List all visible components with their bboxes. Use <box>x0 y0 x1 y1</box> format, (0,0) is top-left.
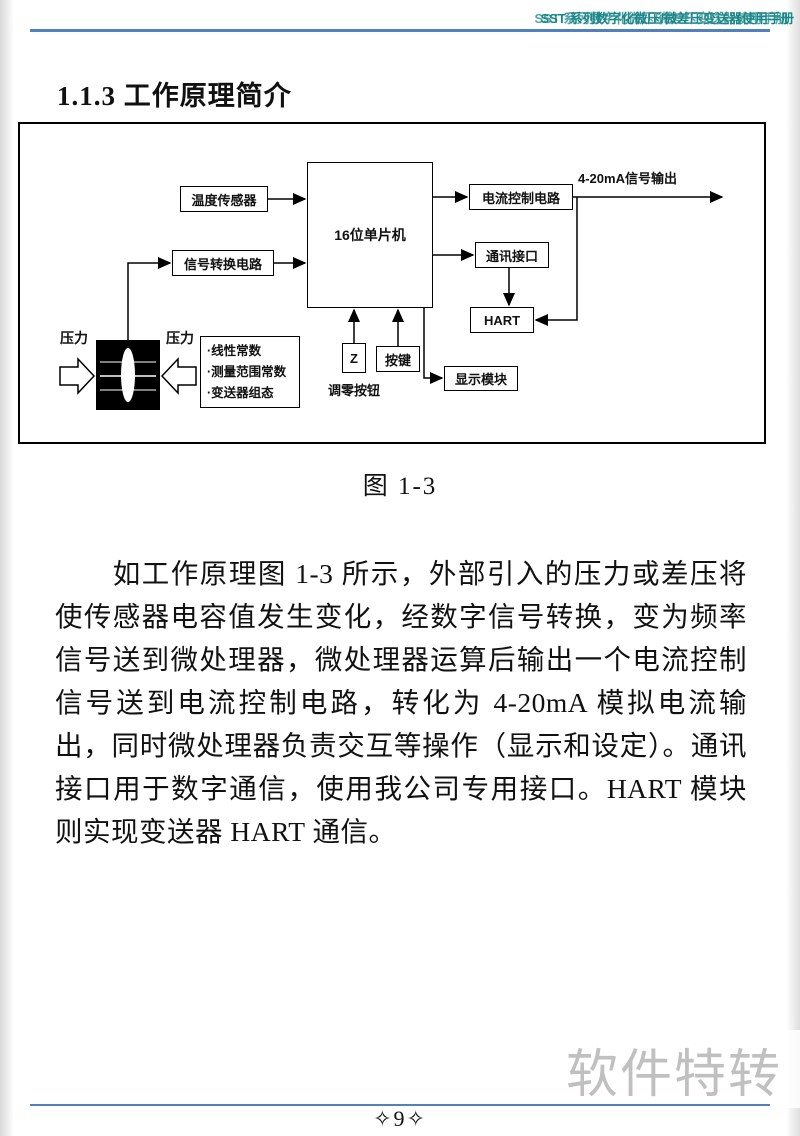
output-signal-label: 4-20mA信号输出 <box>578 171 677 186</box>
box-current-control: 电流控制电路 <box>469 184 573 210</box>
box-hart: HART <box>470 307 534 333</box>
figure-caption: 图 1-3 <box>362 473 438 500</box>
zero-button-caption: 调零按钮 <box>327 383 380 398</box>
box-comm-interface: 通讯接口 <box>475 242 549 268</box>
watermark-text: 软件特转 <box>566 1045 783 1104</box>
constants-line-2: ·测量范围常数 <box>207 364 287 379</box>
pressure-label-right: 压力 <box>166 330 194 346</box>
watermark: 软件特转 <box>560 1030 800 1108</box>
pressure-arrow-left-icon <box>59 357 96 395</box>
box-signal-conversion: 信号转换电路 <box>172 250 274 276</box>
running-header: SST 系列数字化微压/微差压变送器使用手册 <box>540 11 794 26</box>
box-keys: 按键 <box>376 346 420 372</box>
box-zero-key: Z <box>342 343 366 373</box>
page-edge-right <box>786 0 800 1136</box>
header-rule <box>30 29 770 32</box>
box-mcu: 16位单片机 <box>307 162 433 308</box>
box-display-module: 显示模块 <box>444 366 518 391</box>
page-number: ✧9✧ <box>373 1106 427 1131</box>
constants-line-3: ·变送器组态 <box>207 385 274 400</box>
constants-line-1: ·线性常数 <box>207 343 262 358</box>
box-temperature-sensor: 温度传感器 <box>180 186 268 212</box>
block-diagram: 温度传感器 信号转换电路 16位单片机 电流控制电路 通讯接口 HART 显示模… <box>18 122 766 444</box>
footer-rule <box>30 1104 770 1106</box>
page-edge-left <box>0 0 14 1136</box>
section-heading: 1.1.3 工作原理简介 <box>57 81 292 111</box>
box-constants: ·线性常数 ·测量范围常数 ·变送器组态 <box>200 336 300 408</box>
body-paragraph: 如工作原理图 1-3 所示，外部引入的压力或差压将使传感器电容值发生变化，经数字… <box>55 557 747 847</box>
pressure-label-left: 压力 <box>60 330 88 346</box>
pressure-sensor-graphic <box>96 340 160 410</box>
pressure-arrow-right-icon <box>160 357 197 395</box>
